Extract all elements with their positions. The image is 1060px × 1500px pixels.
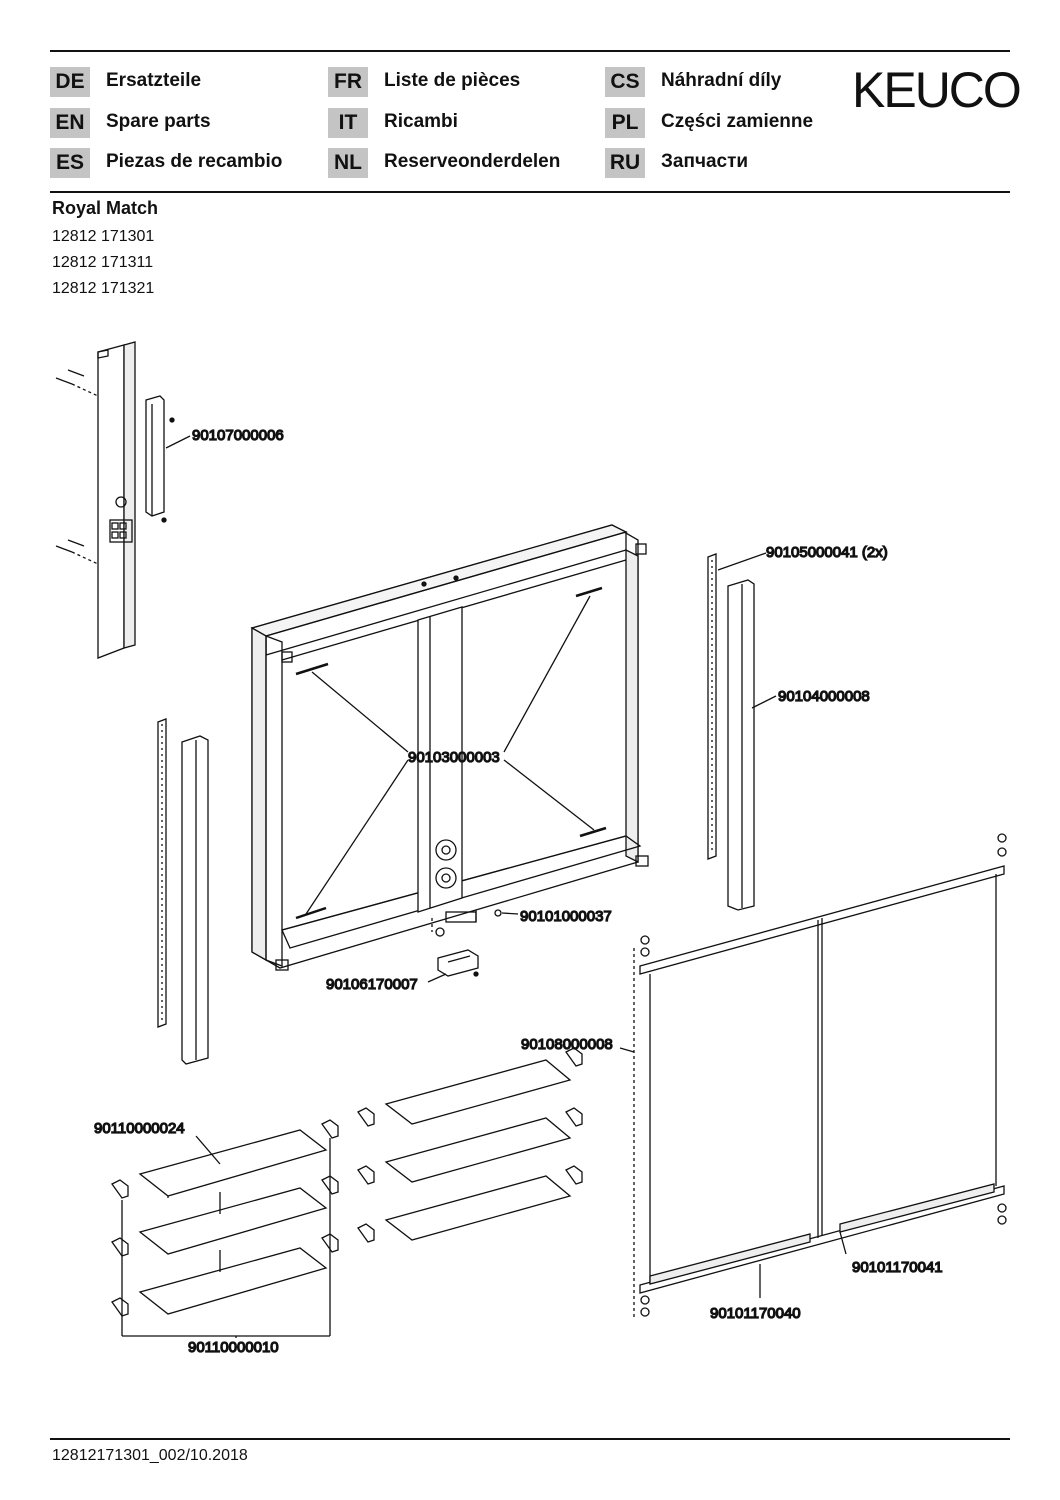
lang-code-ru: RU	[605, 148, 645, 178]
leader-line	[305, 759, 409, 915]
cabinet-body	[250, 524, 649, 971]
small-screw	[494, 909, 502, 917]
lang-label-es: Piezas de recambio	[106, 151, 283, 172]
lock-part	[435, 927, 479, 977]
part-label: 90108000008	[521, 1036, 613, 1053]
part-label: 90101170040	[710, 1305, 801, 1322]
article-number: 12812 171321	[52, 280, 155, 297]
leader-line	[165, 435, 191, 449]
shelf-stack-right	[357, 1047, 583, 1243]
lang-label-nl: Reserveonderdelen	[384, 151, 561, 172]
part-label: 90101170041	[852, 1259, 943, 1276]
part-label: 90106170007	[326, 976, 418, 993]
leader-line	[717, 552, 767, 571]
lang-code-en: EN	[50, 108, 90, 138]
leader-line	[751, 695, 777, 709]
lang-code-nl: NL	[328, 148, 368, 178]
lang-label-de: Ersatzteile	[106, 70, 202, 91]
part-label: 90110000010	[188, 1339, 279, 1356]
leader-line	[427, 973, 447, 983]
product-name: Royal Match	[52, 198, 159, 218]
lang-code-es: ES	[50, 148, 90, 178]
lang-code-fr: FR	[328, 67, 368, 97]
footer-rule	[50, 1438, 1010, 1440]
lang-code-cs: CS	[605, 67, 645, 97]
leader-line	[503, 759, 595, 831]
mirror-doors	[633, 833, 1007, 1320]
brand-logo: KEUCO	[852, 62, 1022, 118]
leader-line	[311, 671, 409, 753]
part-label: 90103000003	[408, 749, 500, 766]
part-label: 90110000024	[94, 1120, 185, 1137]
part-label: 90105000041 (2x)	[766, 544, 888, 561]
leader-line	[839, 1231, 847, 1255]
lang-label-it: Ricambi	[384, 111, 458, 132]
left-side-profile	[157, 718, 209, 1065]
shelf-stack-left	[111, 1119, 339, 1337]
article-number: 12812 171311	[52, 254, 154, 271]
lang-label-pl: Części zamienne	[661, 111, 814, 132]
part-label: 90104000008	[778, 688, 870, 705]
leader-line	[619, 1047, 635, 1053]
part-label: 90107000006	[192, 427, 284, 444]
lang-label-en: Spare parts	[106, 111, 211, 132]
lang-code-it: IT	[328, 108, 368, 138]
part-label: 90101000037	[520, 908, 612, 925]
lang-code-de: DE	[50, 67, 90, 97]
lang-label-ru: Запчасти	[661, 151, 749, 172]
lang-code-pl: PL	[605, 108, 645, 138]
right-side-profile	[707, 553, 755, 911]
leader-line	[195, 1135, 221, 1165]
lang-label-fr: Liste de pièces	[384, 70, 521, 91]
leader-line	[503, 595, 591, 753]
header-top-rule	[50, 50, 1010, 52]
leader-line	[501, 912, 519, 915]
article-number: 12812 171301	[52, 228, 155, 245]
header-bottom-rule	[50, 191, 1010, 193]
side-panel-assembly	[55, 341, 175, 659]
document-reference: 12812171301_002/10.2018	[52, 1447, 248, 1464]
lang-label-cs: Náhradní díly	[661, 70, 782, 91]
